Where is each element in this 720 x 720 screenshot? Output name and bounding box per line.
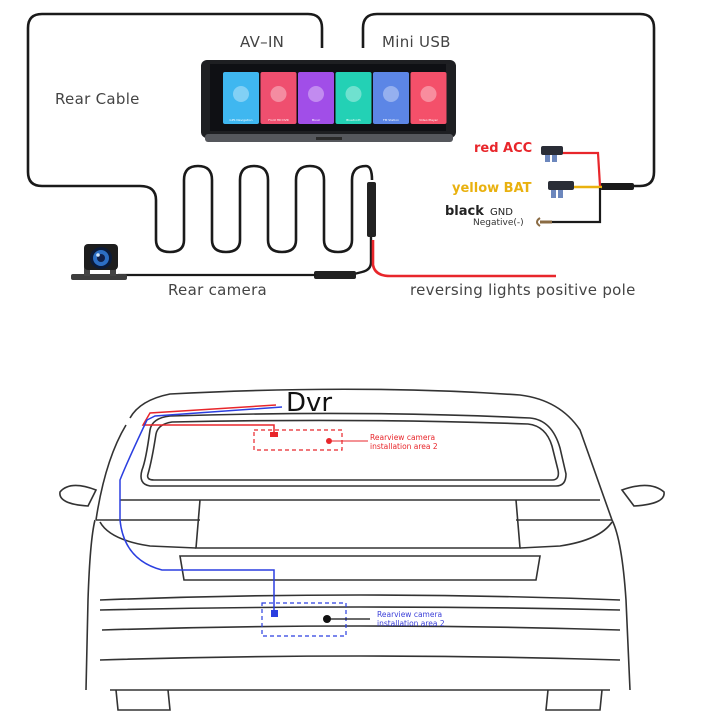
rear-camera-icon (71, 244, 127, 280)
music-note-icon (308, 86, 324, 102)
app-tile-label: FM Station (383, 118, 399, 122)
app-tile (260, 72, 297, 124)
rear-cable-label: Rear Cable (55, 90, 140, 108)
reversing-lights-label: reversing lights positive pole (410, 281, 636, 299)
app-tile (223, 72, 259, 124)
app-tiles: GPS Navigation Front HD DVR Music Bluetooth… (223, 72, 447, 124)
gnd-label: GND (490, 207, 513, 218)
rear-camera-label: Rear camera (168, 281, 268, 299)
area-bottom-label: Rearview camera installation area 2 (377, 610, 445, 628)
serpentine-cable (139, 164, 374, 254)
top-camera-mount (270, 432, 278, 437)
black-label: black (445, 204, 484, 219)
gnd-black-wire (550, 188, 602, 224)
area-top-label-line2: installation area 2 (370, 442, 438, 451)
bottom-camera-mount (271, 610, 278, 617)
av-in-label: AV–IN (240, 33, 285, 51)
ground-fork-terminal-icon (536, 217, 552, 227)
app-tile-label: Front HD DVR (268, 118, 288, 122)
camera-connector (314, 271, 356, 279)
area-top-dot (326, 438, 332, 444)
area-bottom-dot (323, 615, 331, 623)
app-tile-label: Video Player (419, 118, 438, 122)
app-tile-label: Music (312, 118, 321, 122)
dvr-red-wire (141, 404, 277, 434)
area-top-label: Rearview camera installation area 2 (370, 433, 438, 451)
app-tile (410, 72, 447, 124)
cable-connector (367, 182, 376, 237)
mini-usb-wire (361, 12, 656, 188)
yellow-bat-label: yellow BAT (452, 181, 532, 196)
area-bottom-label-line2: installation area 2 (377, 619, 445, 628)
fuse-tap-acc-icon (541, 146, 563, 162)
app-tile (335, 72, 372, 124)
video-icon (420, 86, 437, 102)
rear-camera-blue-wire (119, 406, 283, 612)
app-tile (373, 72, 409, 124)
power-connector (600, 183, 634, 190)
negative-label: Negative(-) (473, 218, 524, 228)
area-top-label-line1: Rearview camera (370, 433, 436, 442)
app-tile-label: GPS Navigation (229, 118, 252, 122)
radio-wave-icon (383, 86, 399, 102)
app-tile-label: Bluetooth (346, 118, 361, 122)
navigation-arrow-icon (233, 86, 249, 102)
acc-red-wire (562, 151, 602, 187)
dvr-title: Dvr (286, 388, 333, 418)
phone-icon (345, 86, 362, 102)
app-tile (298, 72, 334, 124)
rear-cable-wire (26, 12, 324, 188)
reversing-red-wire (371, 240, 556, 278)
red-acc-label: red ACC (474, 141, 533, 156)
fuse-tap-bat-icon (548, 181, 574, 198)
area-top-box (253, 429, 343, 451)
area-bottom-label-line1: Rearview camera (377, 610, 443, 619)
mini-usb-label: Mini USB (382, 33, 451, 51)
car-outline (59, 388, 665, 711)
road-photo-icon (270, 86, 287, 102)
